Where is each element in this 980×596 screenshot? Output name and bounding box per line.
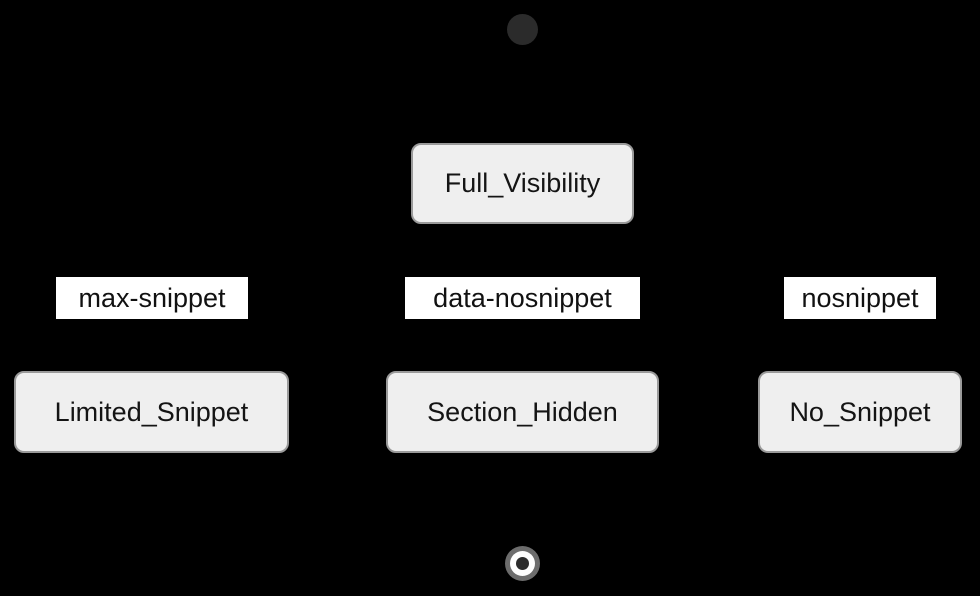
end-state-marker-core — [516, 557, 529, 570]
end-state-marker — [505, 546, 540, 581]
edge-label-max-snippet-text: max-snippet — [78, 283, 226, 313]
state-label-section-hidden: Section_Hidden — [427, 396, 618, 427]
edge-no-snippet-to-end — [540, 453, 861, 563]
start-state-marker — [507, 14, 538, 45]
edge-label-max-snippet: max-snippet — [56, 277, 248, 319]
state-node-no-snippet[interactable]: No_Snippet — [758, 371, 962, 453]
edge-label-data-nosnippet: data-nosnippet — [405, 277, 640, 319]
edge-label-nosnippet: nosnippet — [784, 277, 936, 319]
state-label-no-snippet: No_Snippet — [789, 396, 931, 427]
state-node-full-visibility[interactable]: Full_Visibility — [411, 143, 634, 224]
state-label-limited-snippet: Limited_Snippet — [54, 396, 249, 427]
end-state-marker-ring — [510, 551, 535, 576]
edge-label-nosnippet-text: nosnippet — [801, 283, 919, 313]
edge-label-data-nosnippet-text: data-nosnippet — [433, 283, 612, 313]
state-node-section-hidden[interactable]: Section_Hidden — [386, 371, 659, 453]
edge-limited-snippet-to-end — [150, 453, 505, 563]
state-label-full-visibility: Full_Visibility — [444, 168, 601, 198]
state-node-limited-snippet[interactable]: Limited_Snippet — [14, 371, 289, 453]
